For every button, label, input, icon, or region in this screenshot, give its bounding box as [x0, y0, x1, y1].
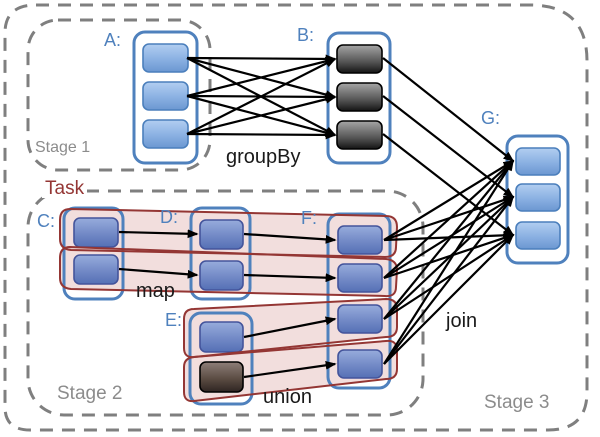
rdd-b-partition-3: [336, 120, 383, 150]
operation-groupby-label: groupBy: [226, 146, 301, 168]
stage-2-label: Stage 2: [57, 383, 123, 404]
rdd-b-partition-2: [336, 82, 383, 112]
rdd-e-label: E:: [165, 310, 183, 330]
task-band-1-outline: [59, 208, 398, 258]
arrow-a3-b1: [186, 58, 337, 135]
rdd-c-partition-1: [73, 217, 119, 248]
arrow-f4-g2: [383, 195, 515, 365]
arrow-f3-g2: [383, 195, 515, 320]
arrow-b1-g1: [382, 57, 515, 163]
arrow-f2-g1: [383, 159, 515, 279]
arrow-f2-g2: [383, 196, 515, 279]
rdd-c-container: [62, 206, 125, 301]
rdd-d-partition-2: [199, 260, 244, 291]
arrow-a1-b1: [186, 54, 337, 64]
arrow-f1-g1: [383, 160, 515, 241]
rdd-d-label: D:: [160, 207, 178, 227]
arrow-f3-g3: [383, 234, 515, 320]
arrow-f3-g1: [383, 159, 515, 320]
stage-1-label: Stage 1: [35, 139, 91, 156]
operation-join-label: join: [446, 310, 478, 332]
rdd-e-partition-2: [199, 361, 244, 393]
rdd-f-partition-2: [337, 263, 383, 293]
rdd-e-partition-1: [199, 321, 244, 353]
rdd-f-partition-3: [337, 304, 383, 334]
rdd-g-partition-2: [515, 183, 561, 212]
rdd-b-partition-1: [336, 44, 383, 74]
arrow-f4-g3: [383, 233, 515, 365]
arrow-a2-b1: [186, 56, 337, 98]
arrow-c1-d1: [118, 229, 199, 239]
rdd-f-label: F:: [301, 208, 317, 228]
arrow-f4-g1: [383, 159, 514, 365]
arrow-d1-f1: [243, 232, 337, 244]
rdd-a-partition-3: [142, 119, 189, 149]
arrow-d2-f2: [243, 273, 337, 283]
rdd-a-partition-2: [142, 81, 189, 111]
stage-2-boundary: [26, 189, 425, 417]
rdd-g-label: G:: [481, 108, 501, 128]
rdd-f-partition-1: [337, 225, 383, 255]
task-band-2-outline: [59, 246, 398, 298]
rdd-c-partition-2: [73, 254, 119, 285]
rdd-f-partition-4: [337, 349, 383, 379]
operation-union-label: union: [263, 386, 312, 408]
rdd-f-container: [326, 212, 392, 390]
stage-3-label: Stage 3: [484, 392, 550, 413]
rdd-a-label: A:: [104, 30, 122, 50]
arrow-c2-d2: [118, 267, 199, 279]
dependency-arrows: [118, 54, 515, 379]
rdd-a-partition-1: [142, 43, 189, 73]
stage-3-boundary: [3, 3, 589, 432]
arrow-a3-b2: [186, 94, 337, 136]
arrow-e1-f3: [243, 316, 337, 339]
operation-map-label: map: [136, 280, 175, 302]
arrow-a3-b3: [186, 130, 337, 140]
rdd-g-partition-1: [515, 147, 561, 176]
rdd-d-partition-1: [199, 219, 244, 250]
rdd-b-label: B:: [297, 25, 315, 45]
rdd-g-partition-3: [515, 221, 561, 250]
task-label: Task: [42, 179, 88, 198]
arrow-e2-f4: [243, 360, 337, 379]
rdd-c-label: C:: [37, 211, 55, 231]
